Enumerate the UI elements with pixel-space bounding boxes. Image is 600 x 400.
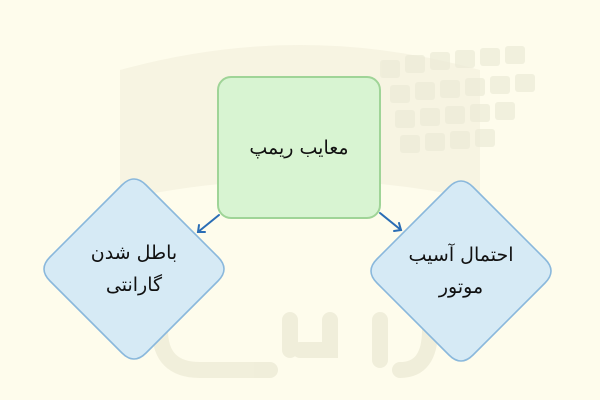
diamond-shape <box>370 180 552 362</box>
root-node: معایب ریمپ <box>217 76 381 219</box>
root-node-label: معایب ریمپ <box>249 136 349 159</box>
decision-node-engine: احتمال آسیب موتور <box>368 178 554 364</box>
decision-label-line-2: موتور <box>438 276 484 298</box>
decision-label-line-1: احتمال آسیب <box>408 244 514 266</box>
decision-node-warranty: باطل شدن گارانتی <box>41 176 227 362</box>
decision-label-line-1: باطل شدن <box>90 242 178 264</box>
diamond-shape <box>43 178 225 360</box>
decision-label-line-2: گارانتی <box>105 274 163 296</box>
